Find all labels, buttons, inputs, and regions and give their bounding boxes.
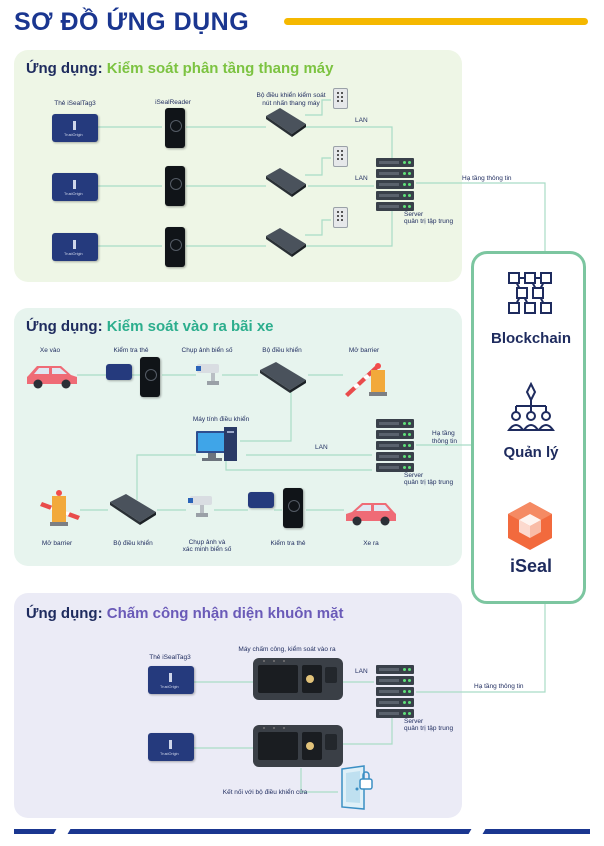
section-parking-title: Ứng dụng: Kiểm soát vào ra bãi xe bbox=[26, 318, 274, 335]
lan-label: LAN bbox=[355, 175, 368, 182]
server-rack-icon bbox=[376, 158, 414, 211]
footer-bar-notch bbox=[468, 829, 486, 834]
rfid-card-icon bbox=[106, 364, 132, 380]
controller-box-icon bbox=[266, 108, 306, 137]
infra-label-line1: Hạ tầng bbox=[432, 430, 455, 437]
card-brand-text: TrustOrigin bbox=[64, 133, 83, 137]
card-brand-text: TrustOrigin bbox=[160, 752, 179, 756]
server-rack-icon bbox=[376, 419, 414, 472]
card-reader-icon bbox=[165, 108, 185, 148]
elevator-controller-label-line2: nút nhấn thang máy bbox=[262, 100, 320, 107]
rfid-card-icon bbox=[248, 492, 274, 508]
controller-box-icon bbox=[266, 228, 306, 257]
controller-out-label: Bộ điều khiển bbox=[113, 540, 153, 547]
elevator-reader-label: iSealReader bbox=[155, 99, 191, 106]
infra-label-line2: thông tin bbox=[432, 438, 457, 445]
controller-box-icon bbox=[266, 168, 306, 197]
infra-label: Hạ tầng thông tin bbox=[474, 683, 524, 690]
barrier-in-label: Mở barrier bbox=[348, 347, 380, 354]
lan-label: LAN bbox=[355, 668, 368, 675]
computer-icon bbox=[196, 427, 237, 461]
controller-box-icon bbox=[110, 494, 156, 525]
camera-icon bbox=[188, 496, 212, 517]
door-label: Kết nối với bộ điều khiển cửa bbox=[222, 789, 308, 796]
hub-iseal-label: iSeal bbox=[509, 556, 553, 576]
barrier-out-label: Mở barrier bbox=[41, 540, 73, 547]
attendance-card-label: Thẻ iSealTag3 bbox=[149, 654, 191, 661]
hub-management-label: Quản lý bbox=[503, 444, 559, 461]
section-elevator-title: Ứng dụng: Kiểm soát phân tầng thang máy bbox=[26, 60, 333, 77]
title-accent-bar bbox=[284, 18, 588, 25]
face-terminal-icon bbox=[253, 658, 343, 700]
server-label-line2: quản trị tập trung bbox=[404, 479, 454, 486]
server-label-line2: quản trị tập trung bbox=[404, 218, 454, 225]
section-attendance-title-prefix: Ứng dụng: bbox=[26, 605, 103, 622]
camera-out-label-line2: xác minh biển số bbox=[182, 546, 232, 553]
reader-in-label: Kiểm tra thẻ bbox=[113, 347, 149, 354]
face-terminal-icon bbox=[253, 725, 343, 767]
car-icon bbox=[27, 366, 77, 389]
rfid-card-icon: TrustOrigin bbox=[52, 233, 98, 261]
camera-out-label-line1: Chụp ảnh và bbox=[188, 539, 226, 546]
car-in-label: Xe vào bbox=[39, 347, 61, 354]
card-brand-text: TrustOrigin bbox=[64, 192, 83, 196]
card-reader-icon bbox=[165, 227, 185, 267]
controller-box-icon bbox=[260, 362, 306, 393]
rfid-card-icon: TrustOrigin bbox=[52, 114, 98, 142]
camera-in-label: Chụp ảnh biển số bbox=[181, 347, 233, 354]
page-title: SƠ ĐỒ ỨNG DỤNG bbox=[14, 8, 250, 36]
server-label-line1: Server bbox=[404, 472, 424, 479]
barrier-icon bbox=[40, 490, 80, 526]
computer-label: Máy tính điều khiển bbox=[192, 416, 250, 423]
elevator-card-label: Thẻ iSealTag3 bbox=[54, 100, 96, 107]
lan-label: LAN bbox=[355, 117, 368, 124]
keypad-icon bbox=[333, 88, 348, 109]
car-icon bbox=[346, 503, 396, 526]
attendance-device-label: Máy chấm công, kiểm soát vào ra bbox=[238, 646, 336, 653]
lan-label: LAN bbox=[315, 444, 328, 451]
elevator-controller-label-line1: Bộ điều khiển kiểm soát bbox=[256, 92, 326, 99]
camera-icon bbox=[196, 364, 219, 385]
section-elevator-title-prefix: Ứng dụng: bbox=[26, 60, 103, 77]
rfid-card-icon: TrustOrigin bbox=[52, 173, 98, 201]
card-reader-icon bbox=[140, 357, 160, 397]
iseal-icon bbox=[508, 502, 552, 550]
barrier-icon bbox=[345, 363, 387, 397]
management-icon bbox=[507, 382, 555, 431]
card-reader-icon bbox=[283, 488, 303, 528]
section-parking-title-main: Kiểm soát vào ra bãi xe bbox=[106, 318, 274, 335]
door-lock-icon bbox=[341, 765, 373, 810]
controller-in-label: Bộ điều khiển bbox=[262, 347, 302, 354]
section-attendance-title-main: Chấm công nhận diện khuôn mặt bbox=[106, 605, 344, 622]
section-attendance-title: Ứng dụng: Chấm công nhận diện khuôn mặt bbox=[26, 605, 343, 622]
infra-label: Hạ tầng thông tin bbox=[462, 175, 512, 182]
keypad-icon bbox=[333, 146, 348, 167]
card-brand-text: TrustOrigin bbox=[160, 685, 179, 689]
rfid-card-icon: TrustOrigin bbox=[148, 733, 194, 761]
server-rack-icon bbox=[376, 665, 414, 718]
rfid-card-icon: TrustOrigin bbox=[148, 666, 194, 694]
section-elevator-title-main: Kiểm soát phân tầng thang máy bbox=[106, 60, 334, 77]
footer-bar bbox=[14, 829, 590, 834]
car-out-label: Xe ra bbox=[363, 540, 379, 547]
server-label-line1: Server bbox=[404, 718, 424, 725]
card-brand-text: TrustOrigin bbox=[64, 252, 83, 256]
hub-blockchain-label: Blockchain bbox=[490, 330, 572, 347]
blockchain-icon bbox=[508, 272, 552, 314]
section-parking-title-prefix: Ứng dụng: bbox=[26, 318, 103, 335]
card-reader-icon bbox=[165, 166, 185, 206]
keypad-icon bbox=[333, 207, 348, 228]
server-label-line1: Server bbox=[404, 211, 424, 218]
reader-out-label: Kiểm tra thẻ bbox=[270, 540, 306, 547]
footer-bar-notch bbox=[53, 829, 71, 834]
server-label-line2: quản trị tập trung bbox=[404, 725, 454, 732]
